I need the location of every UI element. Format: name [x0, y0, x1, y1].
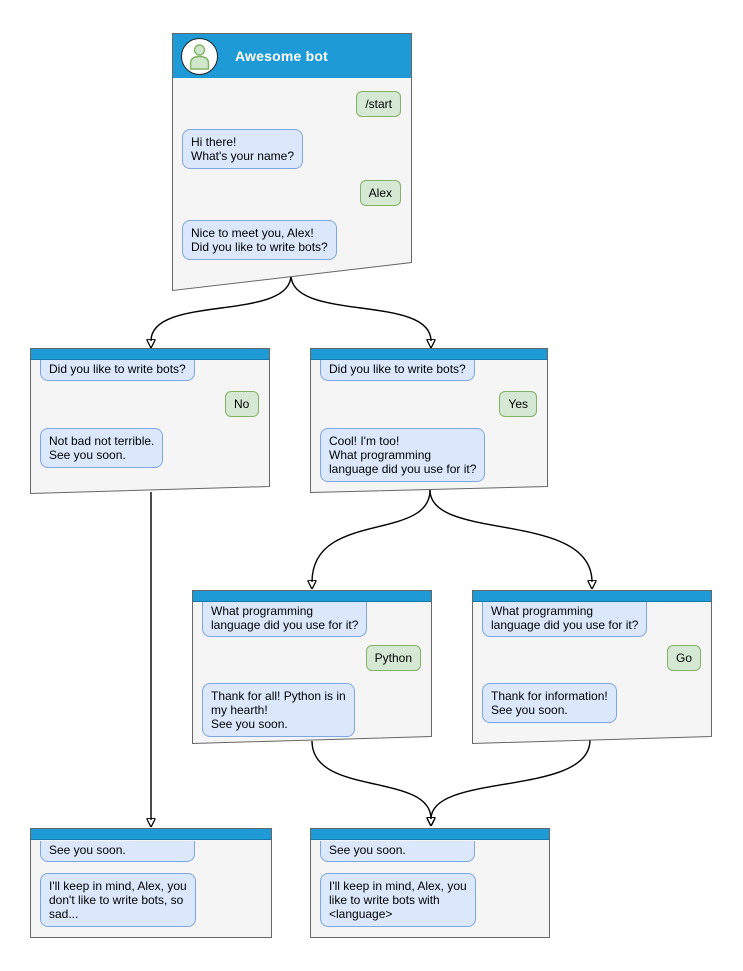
- chat-messages: Did you like to write bots? No Not bad n…: [31, 360, 269, 468]
- chat-messages: What programming language did you use fo…: [193, 602, 431, 737]
- bot-message-bubble: Did you like to write bots?: [40, 360, 195, 381]
- window-title-bar: [31, 829, 271, 840]
- bot-message-bubble: Thank for information! See you soon.: [482, 683, 617, 723]
- chat-title: Awesome bot: [235, 48, 328, 64]
- chat-messages: What programming language did you use fo…: [473, 602, 711, 723]
- bot-message-bubble: What programming language did you use fo…: [482, 602, 648, 637]
- window-title-bar: [193, 591, 431, 602]
- avatar: [181, 37, 218, 75]
- bot-message-bubble: Nice to meet you, Alex! Did you like to …: [182, 220, 337, 260]
- user-message-bubble: No: [225, 391, 259, 417]
- chat-messages: Did you like to write bots? Yes Cool! I'…: [311, 360, 547, 482]
- arrow-go-to-end: [431, 739, 591, 819]
- user-message-bubble: Go: [666, 645, 701, 671]
- chat-window-python: What programming language did you use fo…: [192, 590, 432, 745]
- bot-message-bubble: Hi there! What's your name?: [182, 129, 304, 169]
- chat-window-end-no: See you soon. I'll keep in mind, Alex, y…: [30, 828, 272, 938]
- window-title-bar: [311, 349, 547, 360]
- chat-window-go: What programming language did you use fo…: [472, 590, 712, 745]
- chat-window-end-yes: See you soon. I'll keep in mind, Alex, y…: [310, 828, 550, 938]
- chat-window-branch-yes: Did you like to write bots? Yes Cool! I'…: [310, 348, 548, 494]
- bot-message-bubble: See you soon.: [40, 841, 195, 862]
- window-title-bar: [311, 829, 549, 840]
- bot-message-bubble: Did you like to write bots?: [320, 360, 475, 381]
- bot-message-bubble: What programming language did you use fo…: [202, 602, 368, 637]
- arrow-yes-to-python: [312, 489, 431, 582]
- bot-message-bubble: I'll keep in mind, Alex, you like to wri…: [320, 873, 476, 927]
- window-title-bar: [473, 591, 711, 602]
- chat-messages: See you soon. I'll keep in mind, Alex, y…: [31, 841, 271, 927]
- bot-message-bubble: I'll keep in mind, Alex, you don't like …: [40, 873, 196, 927]
- user-message-bubble: Alex: [359, 180, 401, 206]
- chat-messages: See you soon. I'll keep in mind, Alex, y…: [311, 841, 549, 927]
- user-message-bubble: Yes: [499, 391, 537, 417]
- person-icon: [189, 43, 210, 70]
- chat-window-root: Awesome bot /start Hi there! What's your…: [172, 33, 412, 292]
- arrow-python-to-end: [311, 740, 431, 819]
- user-message-bubble: /start: [356, 91, 401, 117]
- arrow-yes-to-go: [429, 489, 592, 582]
- bot-message-bubble: See you soon.: [320, 841, 475, 862]
- chat-header: Awesome bot: [173, 34, 411, 78]
- bot-message-bubble: Not bad not terrible. See you soon.: [40, 428, 164, 468]
- user-message-bubble: Python: [365, 645, 421, 671]
- bot-message-bubble: Cool! I'm too! What programming language…: [320, 428, 486, 482]
- chat-window-branch-no: Did you like to write bots? No Not bad n…: [30, 348, 270, 495]
- chat-messages: /start Hi there! What's your name? Alex …: [173, 78, 411, 260]
- bot-message-bubble: Thank for all! Python is in my hearth! S…: [202, 683, 355, 737]
- window-title-bar: [31, 349, 269, 360]
